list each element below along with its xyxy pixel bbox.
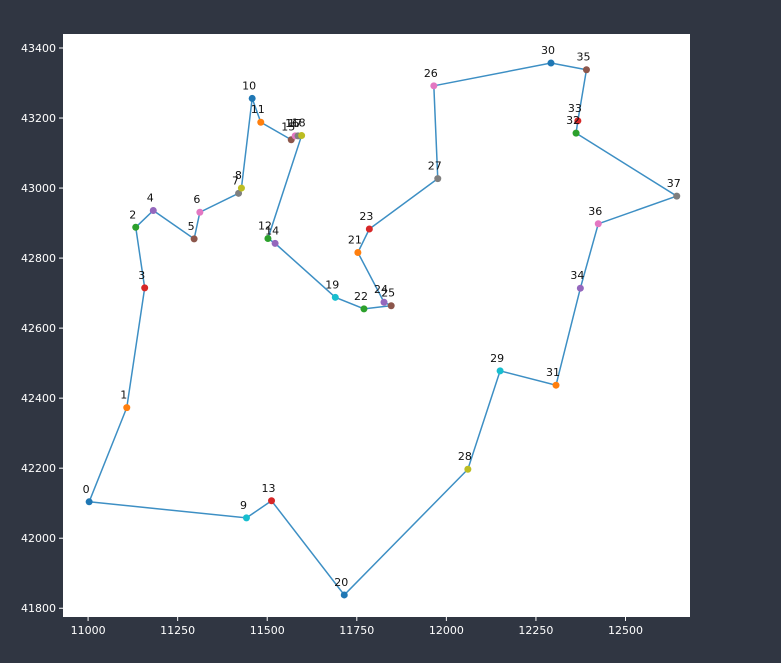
- x-tick-label: 12250: [518, 624, 553, 637]
- labels-layer: 0123456789101112131415161718192021222324…: [83, 44, 681, 589]
- point-label-27: 27: [428, 160, 442, 173]
- point-33: [574, 117, 582, 125]
- point-19: [331, 293, 339, 301]
- point-label-21: 21: [348, 233, 362, 246]
- y-tick-label: 41800: [21, 602, 56, 615]
- y-axis: 41800 42000 42200 42400 42600 42800 43000 43200…: [21, 42, 63, 615]
- point-26: [430, 82, 438, 90]
- point-14: [271, 239, 279, 247]
- point-label-19: 19: [325, 278, 339, 291]
- point-label-30: 30: [541, 44, 555, 57]
- point-label-35: 35: [576, 51, 590, 64]
- y-tick-label: 42400: [21, 392, 56, 405]
- x-tick-label: 11750: [339, 624, 374, 637]
- point-label-15: 15: [281, 121, 295, 134]
- point-8: [237, 184, 245, 192]
- point-18: [298, 132, 306, 140]
- x-tick-label: 12500: [608, 624, 643, 637]
- point-28: [464, 465, 472, 473]
- point-label-1: 1: [120, 389, 127, 402]
- y-tick-label: 43200: [21, 112, 56, 125]
- y-tick-label: 43400: [21, 42, 56, 55]
- point-1: [123, 404, 131, 412]
- point-6: [196, 208, 204, 216]
- point-label-5: 5: [188, 220, 195, 233]
- point-9: [242, 514, 250, 522]
- point-30: [547, 59, 555, 67]
- point-label-23: 23: [359, 210, 373, 223]
- point-2: [132, 223, 140, 231]
- point-label-33: 33: [568, 102, 582, 115]
- point-label-17: 17: [288, 117, 302, 130]
- point-4: [149, 206, 157, 214]
- x-tick-label: 11500: [250, 624, 285, 637]
- point-11: [257, 118, 265, 126]
- point-label-37: 37: [667, 177, 681, 190]
- point-label-0: 0: [83, 483, 90, 496]
- point-label-14: 14: [265, 224, 279, 237]
- point-label-13: 13: [262, 482, 276, 495]
- point-label-8: 8: [235, 169, 242, 182]
- point-31: [552, 381, 560, 389]
- y-tick-label: 43000: [21, 182, 56, 195]
- point-label-9: 9: [240, 499, 247, 512]
- points-layer: [85, 59, 681, 599]
- point-7: [235, 189, 243, 197]
- point-27: [434, 175, 442, 183]
- point-34: [576, 284, 584, 292]
- x-tick-label: 12000: [429, 624, 464, 637]
- point-10: [248, 94, 256, 102]
- point-label-29: 29: [490, 352, 504, 365]
- point-label-24: 24: [374, 283, 388, 296]
- point-label-3: 3: [138, 269, 145, 282]
- x-axis: 11000 11250 11500 11750 12000 12250 12500: [71, 617, 643, 637]
- point-20: [340, 591, 348, 599]
- point-label-18: 18: [292, 117, 306, 130]
- point-label-2: 2: [129, 208, 136, 221]
- point-25: [387, 302, 395, 310]
- plot-area: [63, 34, 690, 617]
- point-label-34: 34: [570, 269, 584, 282]
- point-32: [572, 129, 580, 137]
- point-label-4: 4: [147, 191, 154, 204]
- point-22: [360, 305, 368, 313]
- point-24: [380, 298, 388, 306]
- point-label-10: 10: [242, 79, 256, 92]
- point-label-7: 7: [232, 174, 239, 187]
- point-0: [85, 498, 93, 506]
- point-23: [365, 225, 373, 233]
- point-label-12: 12: [258, 219, 272, 232]
- point-label-6: 6: [193, 193, 200, 206]
- x-tick-label: 11250: [160, 624, 195, 637]
- point-label-25: 25: [381, 287, 395, 300]
- point-label-26: 26: [424, 67, 438, 80]
- point-36: [594, 220, 602, 228]
- point-3: [141, 284, 149, 292]
- y-tick-label: 42200: [21, 462, 56, 475]
- point-label-22: 22: [354, 290, 368, 303]
- point-label-36: 36: [588, 205, 602, 218]
- point-12: [264, 234, 272, 242]
- point-35: [582, 66, 590, 74]
- point-label-20: 20: [334, 576, 348, 589]
- point-label-11: 11: [251, 103, 265, 116]
- y-tick-label: 42800: [21, 252, 56, 265]
- y-tick-label: 42600: [21, 322, 56, 335]
- point-5: [190, 235, 198, 243]
- y-tick-label: 42000: [21, 532, 56, 545]
- point-label-16: 16: [285, 117, 299, 130]
- point-29: [496, 367, 504, 375]
- x-tick-label: 11000: [71, 624, 106, 637]
- point-label-31: 31: [546, 366, 560, 379]
- point-37: [673, 192, 681, 200]
- point-label-28: 28: [458, 450, 472, 463]
- point-label-32: 32: [566, 114, 580, 127]
- point-21: [354, 248, 362, 256]
- point-13: [268, 497, 276, 505]
